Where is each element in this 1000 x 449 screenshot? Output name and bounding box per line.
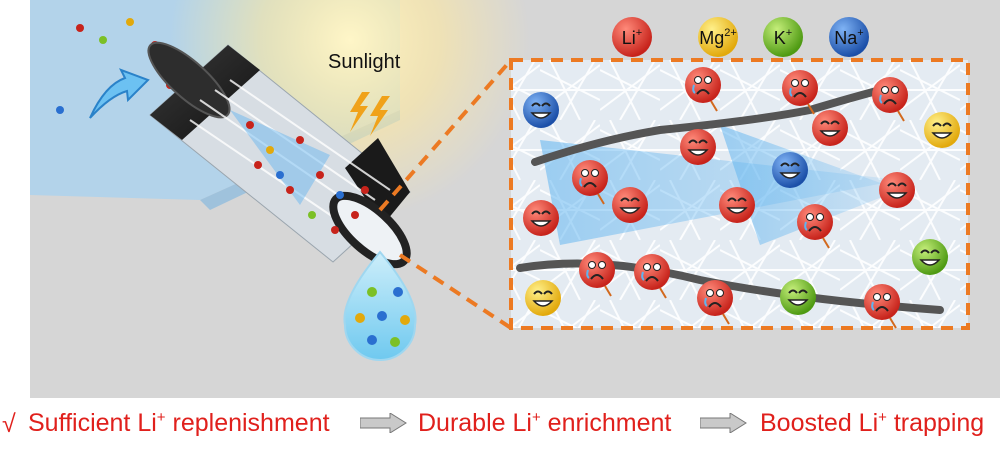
ion-face-na (523, 92, 559, 128)
ion-face-li (579, 252, 615, 297)
ion-face-li (612, 187, 648, 223)
ion-face-k (912, 239, 948, 275)
ion-face-li (523, 200, 559, 236)
ion-face-li (879, 172, 915, 208)
zoom-line-top (378, 58, 513, 212)
water-droplet (343, 250, 417, 361)
zoom-line-bottom (398, 253, 513, 330)
legend-item-mg: Mg2+ (698, 17, 738, 57)
ion-face-li (685, 67, 721, 112)
ion-face-li (797, 204, 833, 249)
ion-face-mg (924, 112, 960, 148)
ion-face-li (872, 77, 908, 122)
legend-ball-li (612, 17, 652, 57)
ion-face-li (680, 129, 716, 165)
legend-ball-mg (698, 17, 738, 57)
step-arrow-1 (360, 413, 407, 433)
lightning-icon (350, 92, 390, 136)
ion-face-li (634, 254, 670, 299)
legend-ball-na (829, 17, 869, 57)
tube-ions (246, 121, 369, 234)
legend-item-na: Na+ (829, 17, 869, 57)
ion-face-li (697, 280, 733, 325)
ion-face-mg (525, 280, 561, 316)
step-durable-enrichment: Durable Li+ enrichment (418, 409, 672, 437)
fiber-lower (516, 259, 944, 314)
ion-face-na (772, 152, 808, 188)
ion-face-li (812, 110, 848, 146)
ion-face-li (782, 70, 818, 115)
inflow-arrow-icon (89, 68, 150, 119)
ion-face-li (719, 187, 755, 223)
fiber-upper (531, 81, 904, 166)
ion-face-li (864, 284, 900, 329)
legend-label-na: Na+ (834, 27, 863, 48)
ion-faces (523, 67, 960, 329)
sunlight-label: Sunlight (328, 51, 401, 73)
legend-item-k: K+ (763, 17, 803, 57)
step-arrow-2 (700, 413, 747, 433)
check-mark: √ (2, 410, 16, 438)
step-sufficient-replenishment: Sufficient Li+ replenishment (28, 409, 330, 437)
ion-legend: Li+ Mg2+ K+ Na+ (612, 17, 869, 57)
ion-face-li (572, 160, 608, 205)
ion-face-k (780, 279, 816, 315)
legend-item-li: Li+ (612, 17, 652, 57)
step-boosted-trapping: Boosted Li+ trapping (760, 409, 985, 437)
legend-ball-k (763, 17, 803, 57)
